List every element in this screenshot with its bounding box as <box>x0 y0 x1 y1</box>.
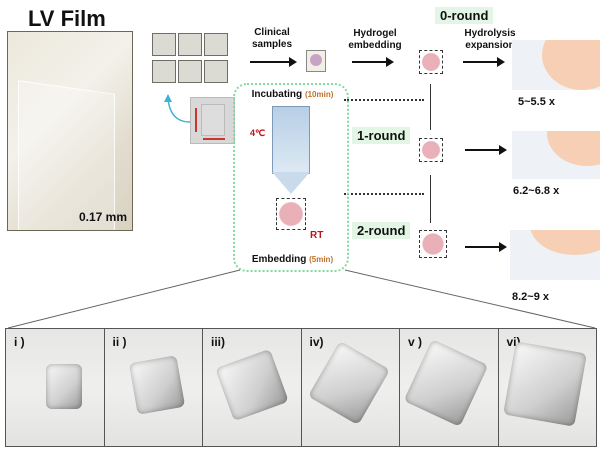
photo-label: iv) <box>309 335 324 349</box>
photo-label: iii) <box>211 335 225 349</box>
arrow <box>352 57 394 67</box>
photo-panel: iii) <box>203 329 302 446</box>
tube-tip <box>272 172 310 194</box>
cycle-box <box>233 83 349 272</box>
round-0-label: 0-round <box>435 7 494 24</box>
photo-label: ii ) <box>112 335 127 349</box>
expansion-panel-2 <box>510 230 600 280</box>
hydrogel-embedding-label: Hydrogel embedding <box>348 28 402 51</box>
grid-cell <box>204 60 228 83</box>
zoom-lines <box>7 269 596 329</box>
photo-panel: i ) <box>6 329 105 446</box>
film-title: LV Film <box>28 6 106 31</box>
expansion-factor-1: 6.2~6.8 x <box>513 185 560 197</box>
dotted-connector <box>344 193 424 195</box>
photo-label: i ) <box>14 335 25 349</box>
photo-panel: ii ) <box>104 329 203 446</box>
film-sheet <box>18 80 115 230</box>
hydrogel-cube-2 <box>419 230 447 258</box>
sample-grid <box>152 33 228 85</box>
arrow <box>465 145 507 155</box>
arrow <box>463 57 505 67</box>
expansion-factor-2: 8.2~9 x <box>512 291 550 303</box>
grid-cell <box>178 60 202 83</box>
cut-sample-icon <box>190 97 235 144</box>
expansion-panel-1 <box>512 131 600 179</box>
clinical-samples-label: Clinical samples <box>251 27 293 50</box>
hydrogel-cube-0 <box>419 50 443 74</box>
connector <box>430 84 431 130</box>
hydrogel-cube-1 <box>419 138 443 162</box>
lv-film-photo: 0.17 mm <box>7 31 133 231</box>
incubating-text: Incubating <box>251 89 303 100</box>
tube-icon <box>272 106 310 174</box>
grid-cell <box>204 33 228 56</box>
dotted-connector <box>344 99 424 101</box>
temp-rt: RT <box>310 230 324 241</box>
photo-panel: vi) <box>498 329 596 446</box>
temp-cold: 4℃ <box>250 128 266 138</box>
round-2-label: 2-round <box>352 222 411 239</box>
embedding-time: (5min) <box>309 255 334 264</box>
arrow <box>250 57 297 67</box>
incubating-time: (10min) <box>304 90 334 99</box>
incubating-label: Incubating (10min) <box>240 89 345 101</box>
expansion-panel-0 <box>512 40 600 90</box>
embedding-text: Embedding <box>251 254 307 265</box>
photo-panel: iv) <box>301 329 400 446</box>
connector <box>430 175 431 223</box>
grid-cell <box>152 33 176 56</box>
hydrolysis-expansion-label: Hydrolysis expansion <box>464 28 516 51</box>
grid-cell <box>178 33 202 56</box>
film-thickness: 0.17 mm <box>78 210 127 224</box>
curved-arrow-icon <box>164 94 191 123</box>
embedding-cube <box>276 198 306 230</box>
photo-strip: i ) ii ) iii) iv) v ) vi) <box>5 328 597 447</box>
expansion-factor-0: 5~5.5 x <box>518 96 556 108</box>
photo-panel: v ) <box>400 329 499 446</box>
arrow <box>465 242 507 252</box>
embedding-label: Embedding (5min) <box>240 254 345 266</box>
grid-cell <box>152 60 176 83</box>
round-1-label: 1-round <box>352 127 411 144</box>
photo-label: v ) <box>408 335 423 349</box>
sample-slide-icon <box>306 50 326 72</box>
